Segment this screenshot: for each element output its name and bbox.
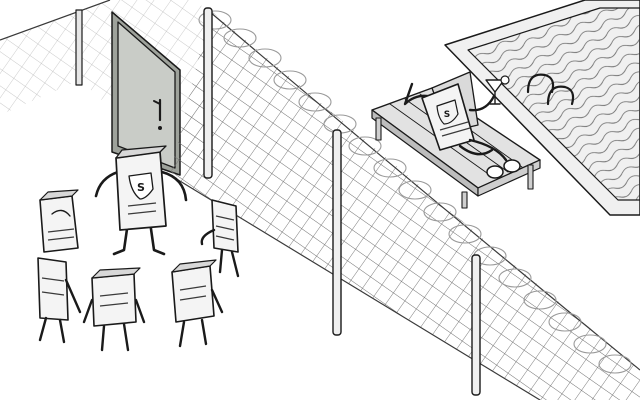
pool-ladder	[526, 73, 575, 106]
back-fence-post	[75, 9, 83, 86]
fence-posts	[203, 7, 481, 396]
fence-post	[203, 7, 213, 179]
relaxing-character: S	[403, 75, 521, 179]
emblem-letter: S	[444, 110, 450, 120]
prison-door	[111, 11, 181, 176]
emblem-letter: S	[137, 181, 145, 194]
swimming-pool	[444, 0, 640, 216]
prisoner-group: S	[37, 145, 240, 352]
cocktail-glass-icon	[485, 75, 510, 105]
door-handle-icon	[153, 98, 162, 130]
prisoner-character	[200, 199, 240, 278]
prisoner-character	[82, 267, 146, 352]
shield-s-icon: S	[128, 172, 154, 200]
prisoner-character	[171, 259, 224, 348]
prisoner-character	[39, 189, 79, 253]
shield-s-icon: S	[436, 99, 459, 125]
fence-post	[471, 254, 481, 396]
prisoner-character	[37, 257, 82, 344]
fence-post	[332, 129, 342, 336]
prisoner-character-large: S	[94, 145, 188, 256]
